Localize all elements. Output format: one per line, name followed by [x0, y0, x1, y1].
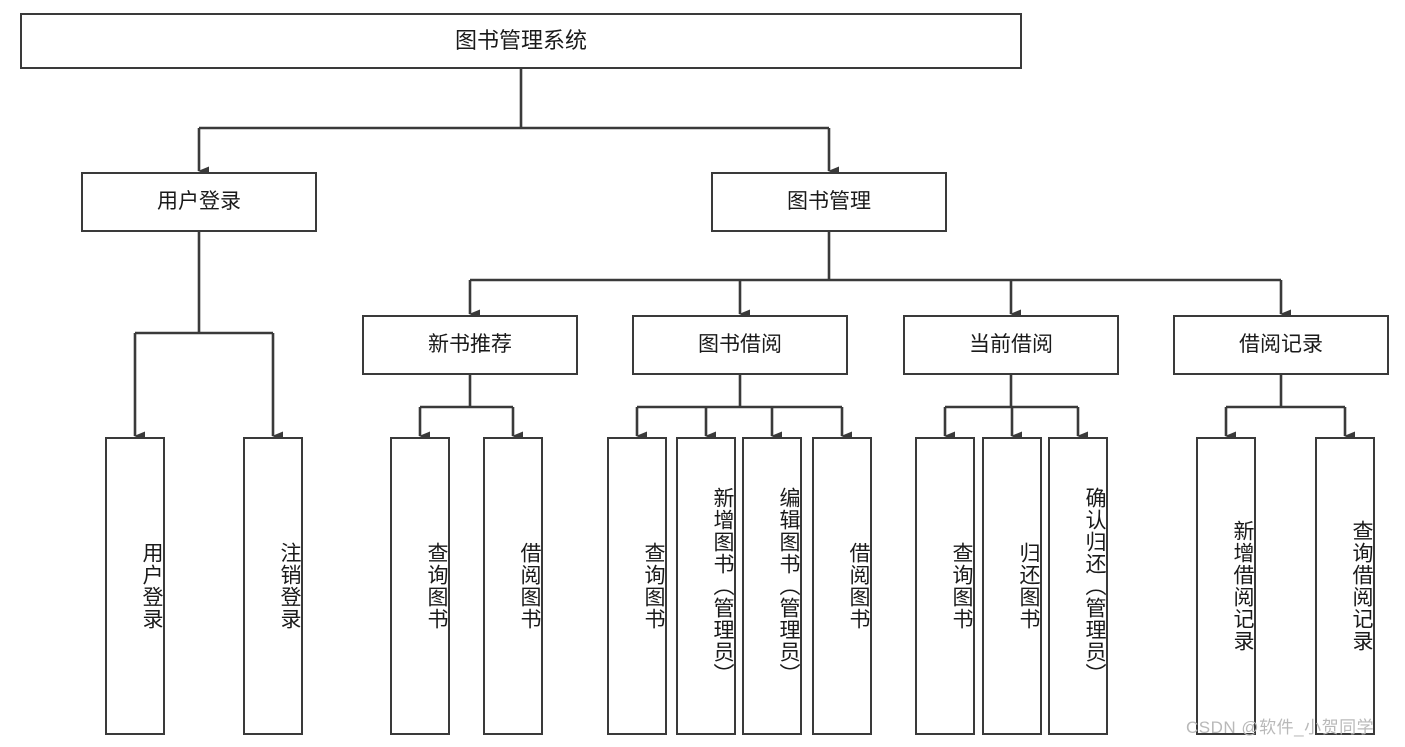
node-label: 编辑图书（管理员） [777, 487, 800, 685]
node-leaf-query-borrow-record[interactable]: 查询借阅记录 [1315, 437, 1375, 735]
node-label: 当前借阅 [969, 332, 1053, 356]
node-leaf-query-book-recommend[interactable]: 查询图书 [390, 437, 450, 735]
node-current-borrow[interactable]: 当前借阅 [903, 315, 1119, 375]
node-label: 图书管理系统 [454, 28, 587, 54]
node-label: 借阅记录 [1239, 332, 1323, 356]
node-label: 新增借阅记录 [1231, 520, 1254, 652]
node-leaf-add-borrow-record[interactable]: 新增借阅记录 [1196, 437, 1256, 735]
node-label: 确认归还（管理员） [1083, 487, 1106, 685]
node-leaf-user-login[interactable]: 用户登录 [105, 437, 165, 735]
node-leaf-borrow-book[interactable]: 借阅图书 [812, 437, 872, 735]
node-leaf-query-book-borrow[interactable]: 查询图书 [607, 437, 667, 735]
node-label: 借阅图书 [847, 542, 870, 630]
node-label: 查询图书 [642, 542, 665, 630]
node-label: 借阅图书 [518, 542, 541, 630]
node-label: 查询图书 [425, 542, 448, 630]
node-label: 图书管理 [787, 189, 871, 213]
node-leaf-user-logout[interactable]: 注销登录 [243, 437, 303, 735]
node-label: 图书借阅 [698, 332, 782, 356]
node-leaf-edit-book-admin[interactable]: 编辑图书（管理员） [742, 437, 802, 735]
node-book-borrow[interactable]: 图书借阅 [632, 315, 848, 375]
node-label: 注销登录 [278, 542, 301, 630]
node-label: 归还图书 [1017, 542, 1040, 630]
node-label: 查询借阅记录 [1350, 520, 1373, 652]
node-new-book-recommend[interactable]: 新书推荐 [362, 315, 578, 375]
node-root[interactable]: 图书管理系统 [20, 13, 1022, 69]
node-leaf-confirm-return-admin[interactable]: 确认归还（管理员） [1048, 437, 1108, 735]
node-book-manage[interactable]: 图书管理 [711, 172, 947, 232]
node-leaf-borrow-book-recommend[interactable]: 借阅图书 [483, 437, 543, 735]
node-user-login[interactable]: 用户登录 [81, 172, 317, 232]
node-leaf-return-book[interactable]: 归还图书 [982, 437, 1042, 735]
node-leaf-query-book-current[interactable]: 查询图书 [915, 437, 975, 735]
node-label: 用户登录 [140, 542, 163, 630]
node-label: 新书推荐 [428, 332, 512, 356]
node-label: 新增图书（管理员） [711, 487, 734, 685]
node-label: 用户登录 [157, 189, 241, 213]
node-label: 查询图书 [950, 542, 973, 630]
watermark-credit: CSDN @软件_小贺同学 [1186, 718, 1375, 737]
node-borrow-record[interactable]: 借阅记录 [1173, 315, 1389, 375]
node-leaf-add-book-admin[interactable]: 新增图书（管理员） [676, 437, 736, 735]
